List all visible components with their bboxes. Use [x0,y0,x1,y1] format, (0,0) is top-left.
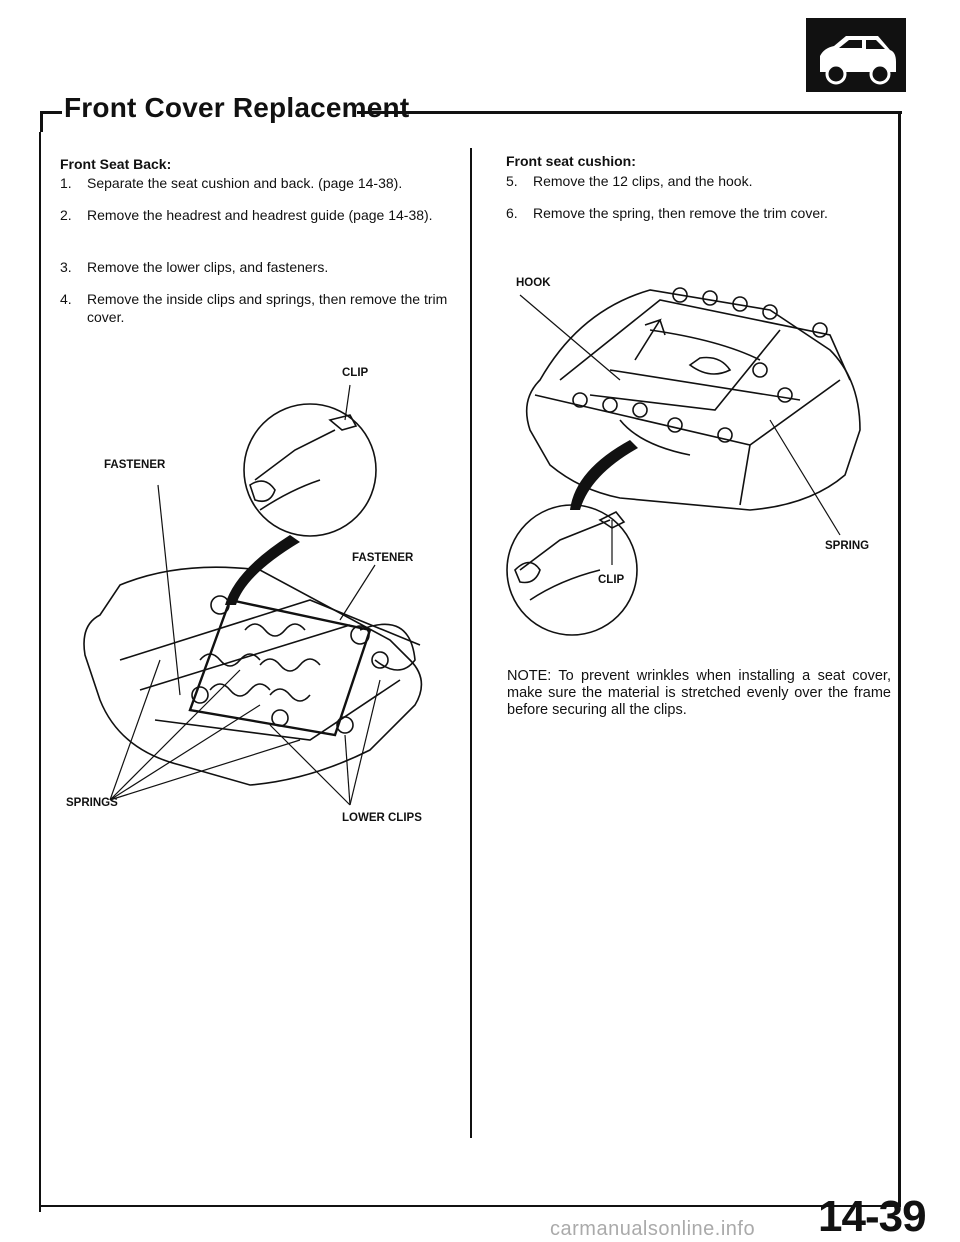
figure-label-spring: SPRING [825,540,870,552]
figure-label-fastener: FASTENER [104,459,166,471]
frame-line [40,111,62,114]
frame-line [898,111,901,1206]
section-subheading: Front Seat Back: [60,156,172,172]
list-item: 5. Remove the 12 clips, and the hook. [506,172,886,192]
step-number: 5. [506,173,518,189]
list-item: 1. Separate the seat cushion and back. (… [60,174,460,194]
step-text: Remove the lower clips, and fasteners. [87,259,329,275]
page-number: 14-39 [818,1192,927,1241]
step-number: 1. [60,175,72,191]
car-hatchback-icon [820,36,896,85]
watermark: carmanualsonline.info [550,1218,756,1240]
step-text: Remove the spring, then remove the trim … [533,205,828,221]
list-item: 6. Remove the spring, then remove the tr… [506,204,891,224]
frame-line [39,132,41,1212]
step-text: Separate the seat cushion and back. (pag… [87,175,403,191]
seat-back-illustration [83,384,423,806]
figure-label-springs: SPRINGS [66,797,118,809]
figure-label-fastener: FASTENER [352,552,414,564]
step-text: Remove the 12 clips, and the hook. [533,173,753,189]
step-number: 4. [60,291,72,307]
figure-label-lower-clips: LOWER CLIPS [342,812,422,824]
section-subheading: Front seat cushion: [506,153,636,169]
figure-label-clip: CLIP [342,367,369,379]
frame-line [40,111,43,132]
step-text: Remove the inside clips and springs, the… [87,291,448,325]
installation-note: NOTE: To prevent wrinkles when installin… [507,668,891,718]
step-number: 6. [506,205,518,221]
figure-label-hook: HOOK [516,277,551,289]
column-divider [470,148,472,1138]
list-item: 3. Remove the lower clips, and fasteners… [60,258,460,278]
seat-cushion-illustration [506,287,861,636]
frame-line [39,1205,901,1207]
page-title: Front Cover Replacement [64,92,410,123]
list-item: 4. Remove the inside clips and springs, … [60,290,460,330]
figure-label-clip: CLIP [598,574,625,586]
step-number: 3. [60,259,72,275]
step-text: Remove the headrest and headrest guide (… [87,207,433,223]
car-badge-icon [806,18,906,92]
step-number: 2. [60,207,72,223]
frame-line [357,111,902,114]
list-item: 2. Remove the headrest and headrest guid… [60,206,460,246]
